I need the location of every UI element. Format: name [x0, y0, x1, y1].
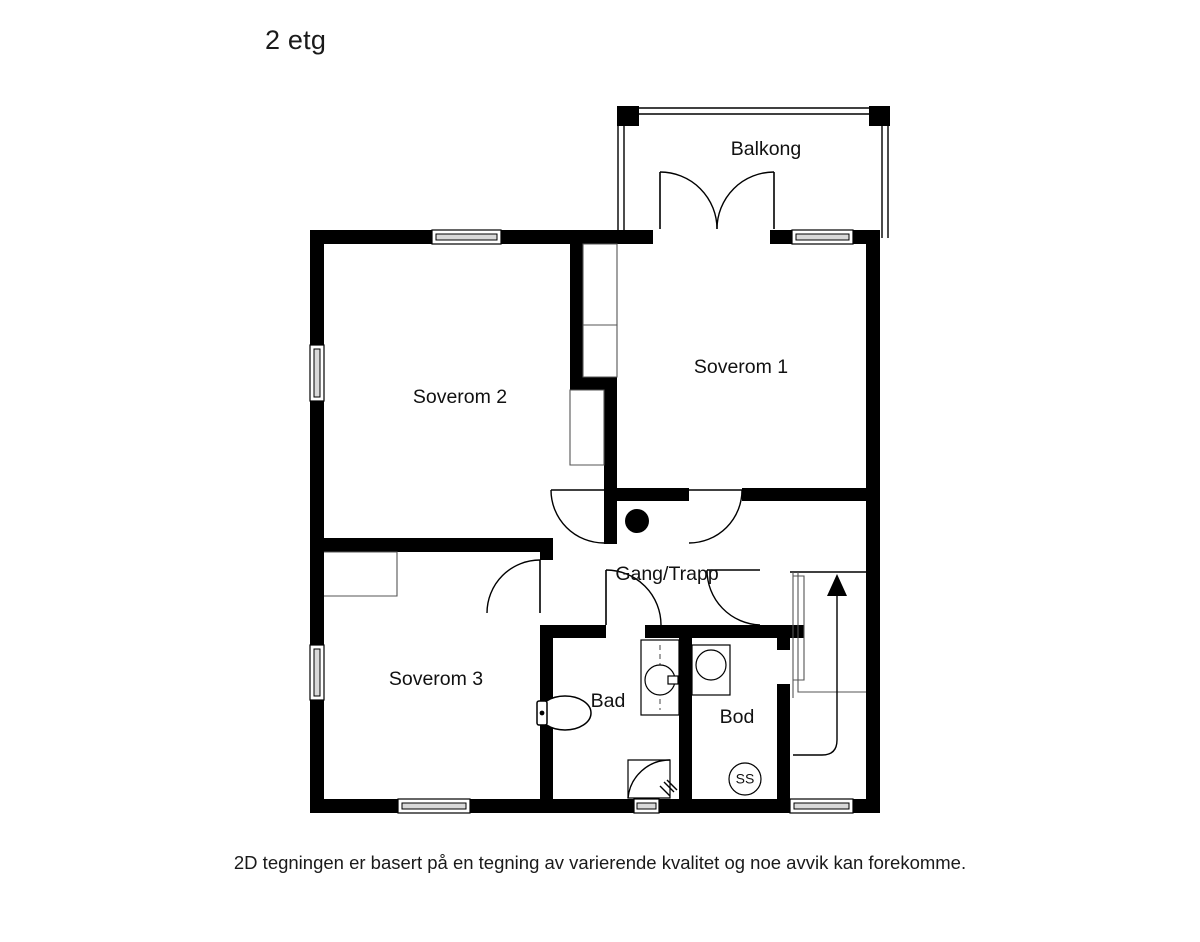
room-label-soverom1: Soverom 1	[694, 356, 788, 378]
window-soverom3-south	[397, 798, 471, 814]
staircase	[790, 571, 866, 756]
room-label-balkong: Balkong	[731, 138, 801, 160]
door-balkong-double[interactable]	[659, 171, 775, 230]
wardrobes	[324, 243, 618, 597]
room-label-soverom2: Soverom 2	[413, 386, 507, 408]
fixture-sink	[691, 644, 731, 696]
symbol-ss: SS	[728, 762, 762, 796]
room-label-gang-trapp: Gang/Trapp	[615, 563, 718, 585]
balcony-corner-right	[869, 106, 890, 126]
room-label-soverom3: Soverom 3	[389, 668, 483, 690]
fixture-toilet	[536, 695, 592, 731]
window-soverom2-west	[309, 344, 325, 402]
interior-walls	[310, 244, 866, 813]
room-balkong	[617, 106, 890, 238]
windows	[309, 229, 854, 814]
doors	[486, 171, 775, 626]
plan-disclaimer-caption: 2D tegningen er basert på en tegning av …	[233, 852, 967, 873]
window-soverom2-north	[431, 229, 502, 245]
fixture-bathtub	[640, 639, 680, 716]
door-soverom3[interactable]	[486, 559, 541, 614]
door-bod[interactable]	[706, 569, 761, 626]
page-title: 2 etg	[265, 25, 327, 55]
door-soverom1[interactable]	[688, 489, 743, 544]
door-bad[interactable]	[605, 569, 662, 626]
balcony-corner-left	[617, 106, 639, 126]
ss-label: SS	[736, 771, 755, 787]
outer-walls	[310, 230, 880, 813]
column-marker	[625, 509, 649, 533]
room-label-bod: Bod	[720, 706, 755, 728]
window-soverom3-west	[309, 644, 325, 701]
stair-arrow-icon	[827, 574, 847, 596]
room-label-bad: Bad	[591, 690, 626, 712]
window-soverom1-north	[791, 229, 854, 245]
fixture-shower	[627, 759, 678, 799]
door-soverom2[interactable]	[550, 489, 605, 544]
window-trapp-south	[789, 798, 854, 814]
window-bad-south	[633, 798, 660, 814]
